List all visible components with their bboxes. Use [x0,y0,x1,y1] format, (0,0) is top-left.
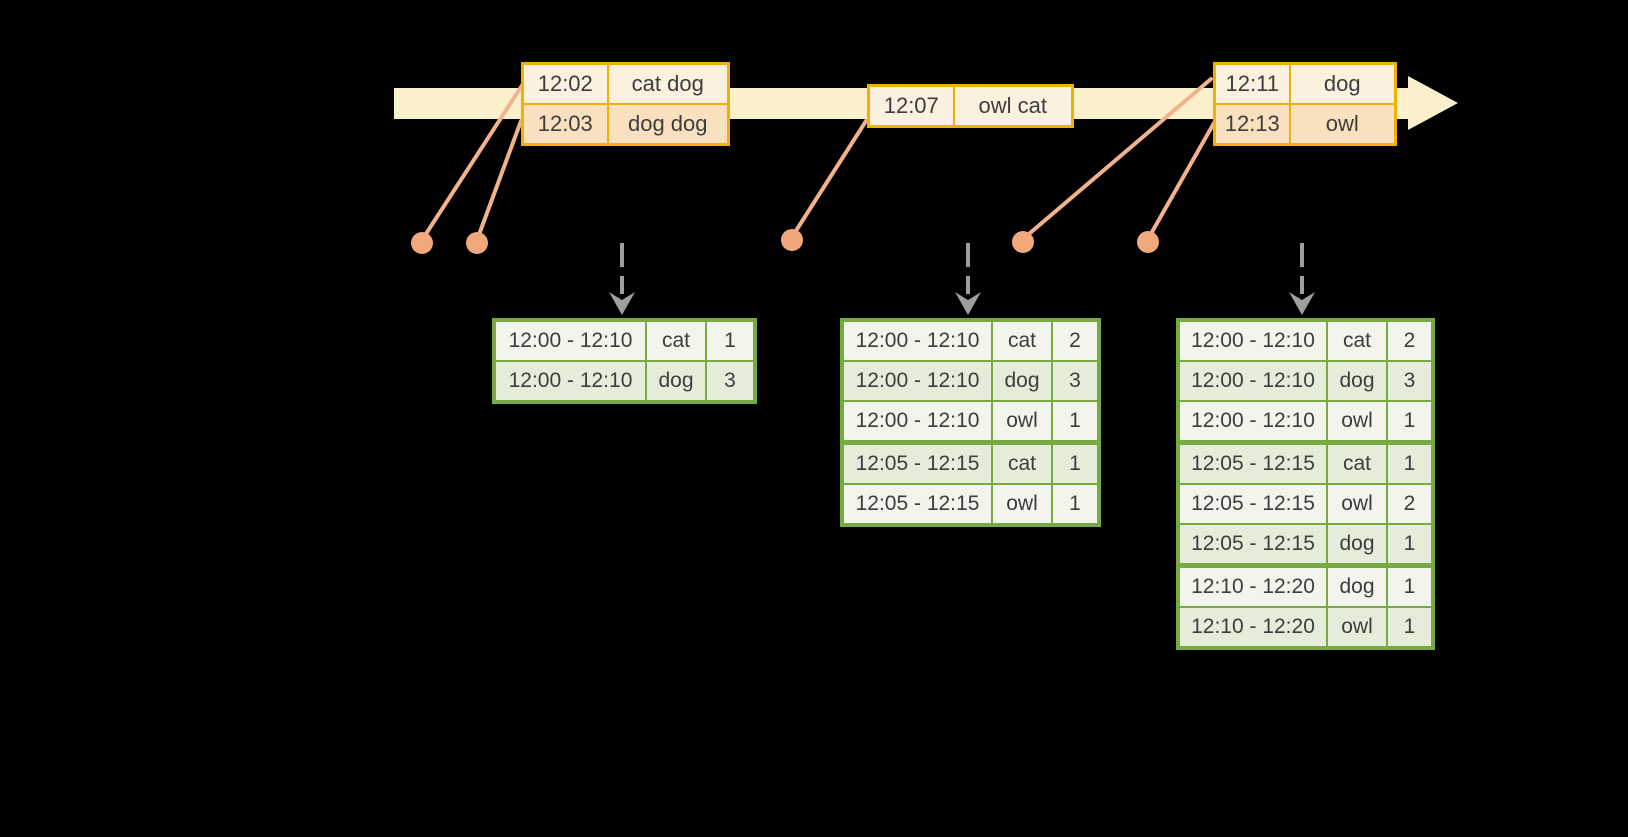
trigger-arrowhead-icon [609,292,635,315]
event-connector-line [1146,121,1216,241]
event-connector-line [475,119,523,242]
result-word-cell: cat [991,440,1053,485]
result-count-cell: 3 [1051,360,1100,402]
trigger-arrow [609,243,635,315]
result-count-cell: 1 [1051,483,1100,526]
event-dot [1137,231,1159,253]
result-count-cell: 3 [1386,360,1434,402]
event-dot [1012,231,1034,253]
event-time-cell: 12:03 [521,103,609,146]
result-window-cell: 12:00 - 12:10 [493,319,647,362]
event-words-cell: owl cat [952,84,1074,128]
result-count-cell: 1 [1386,563,1434,608]
result-window-cell: 12:00 - 12:10 [1177,400,1328,444]
result-word-cell: dog [1326,563,1388,608]
result-count-cell: 2 [1386,319,1434,362]
trigger-arrowhead-icon [955,292,981,315]
result-word-cell: dog [1326,523,1388,567]
result-word-cell: owl [1326,606,1388,649]
event-words-cell: dog [1288,62,1397,105]
result-word-cell: cat [1326,440,1388,485]
result-window-cell: 12:05 - 12:15 [841,440,993,485]
event-words-cell: cat dog [606,62,730,105]
result-window-cell: 12:00 - 12:10 [841,319,993,362]
result-count-cell: 1 [1386,400,1434,444]
event-dot [781,229,803,251]
result-word-cell: dog [645,360,707,403]
result-window-cell: 12:05 - 12:15 [1177,483,1328,525]
event-time-cell: 12:13 [1213,103,1291,146]
result-window-cell: 12:00 - 12:10 [1177,360,1328,402]
result-count-cell: 1 [1386,606,1434,649]
result-word-cell: dog [991,360,1053,402]
result-window-cell: 12:00 - 12:10 [841,400,993,444]
result-window-cell: 12:00 - 12:10 [1177,319,1328,362]
result-word-cell: owl [991,483,1053,526]
result-word-cell: dog [1326,360,1388,402]
result-word-cell: cat [991,319,1053,362]
result-count-cell: 1 [705,319,756,362]
result-count-cell: 1 [1386,523,1434,567]
event-words-cell: dog dog [606,103,730,146]
event-time-cell: 12:02 [521,62,609,105]
result-window-cell: 12:00 - 12:10 [493,360,647,403]
timeline-arrowhead-icon [1408,76,1458,130]
result-count-cell: 2 [1386,483,1434,525]
result-word-cell: owl [1326,483,1388,525]
result-word-cell: owl [991,400,1053,444]
result-window-cell: 12:00 - 12:10 [841,360,993,402]
result-count-cell: 1 [1386,440,1434,485]
event-connector-line [790,119,868,239]
event-time-cell: 12:11 [1213,62,1291,105]
result-word-cell: cat [645,319,707,362]
result-window-cell: 12:05 - 12:15 [1177,440,1328,485]
result-count-cell: 2 [1051,319,1100,362]
event-time-cell: 12:07 [867,84,955,128]
event-words-cell: owl [1288,103,1397,146]
trigger-arrow [955,243,981,315]
result-window-cell: 12:05 - 12:15 [1177,523,1328,567]
result-window-cell: 12:10 - 12:20 [1177,563,1328,608]
trigger-arrow [1289,243,1315,315]
result-count-cell: 1 [1051,440,1100,485]
event-dot [411,232,433,254]
result-window-cell: 12:05 - 12:15 [841,483,993,526]
trigger-arrowhead-icon [1289,292,1315,315]
result-count-cell: 3 [705,360,756,403]
event-dot [466,232,488,254]
result-word-cell: cat [1326,319,1388,362]
result-word-cell: owl [1326,400,1388,444]
result-count-cell: 1 [1051,400,1100,444]
result-window-cell: 12:10 - 12:20 [1177,606,1328,649]
